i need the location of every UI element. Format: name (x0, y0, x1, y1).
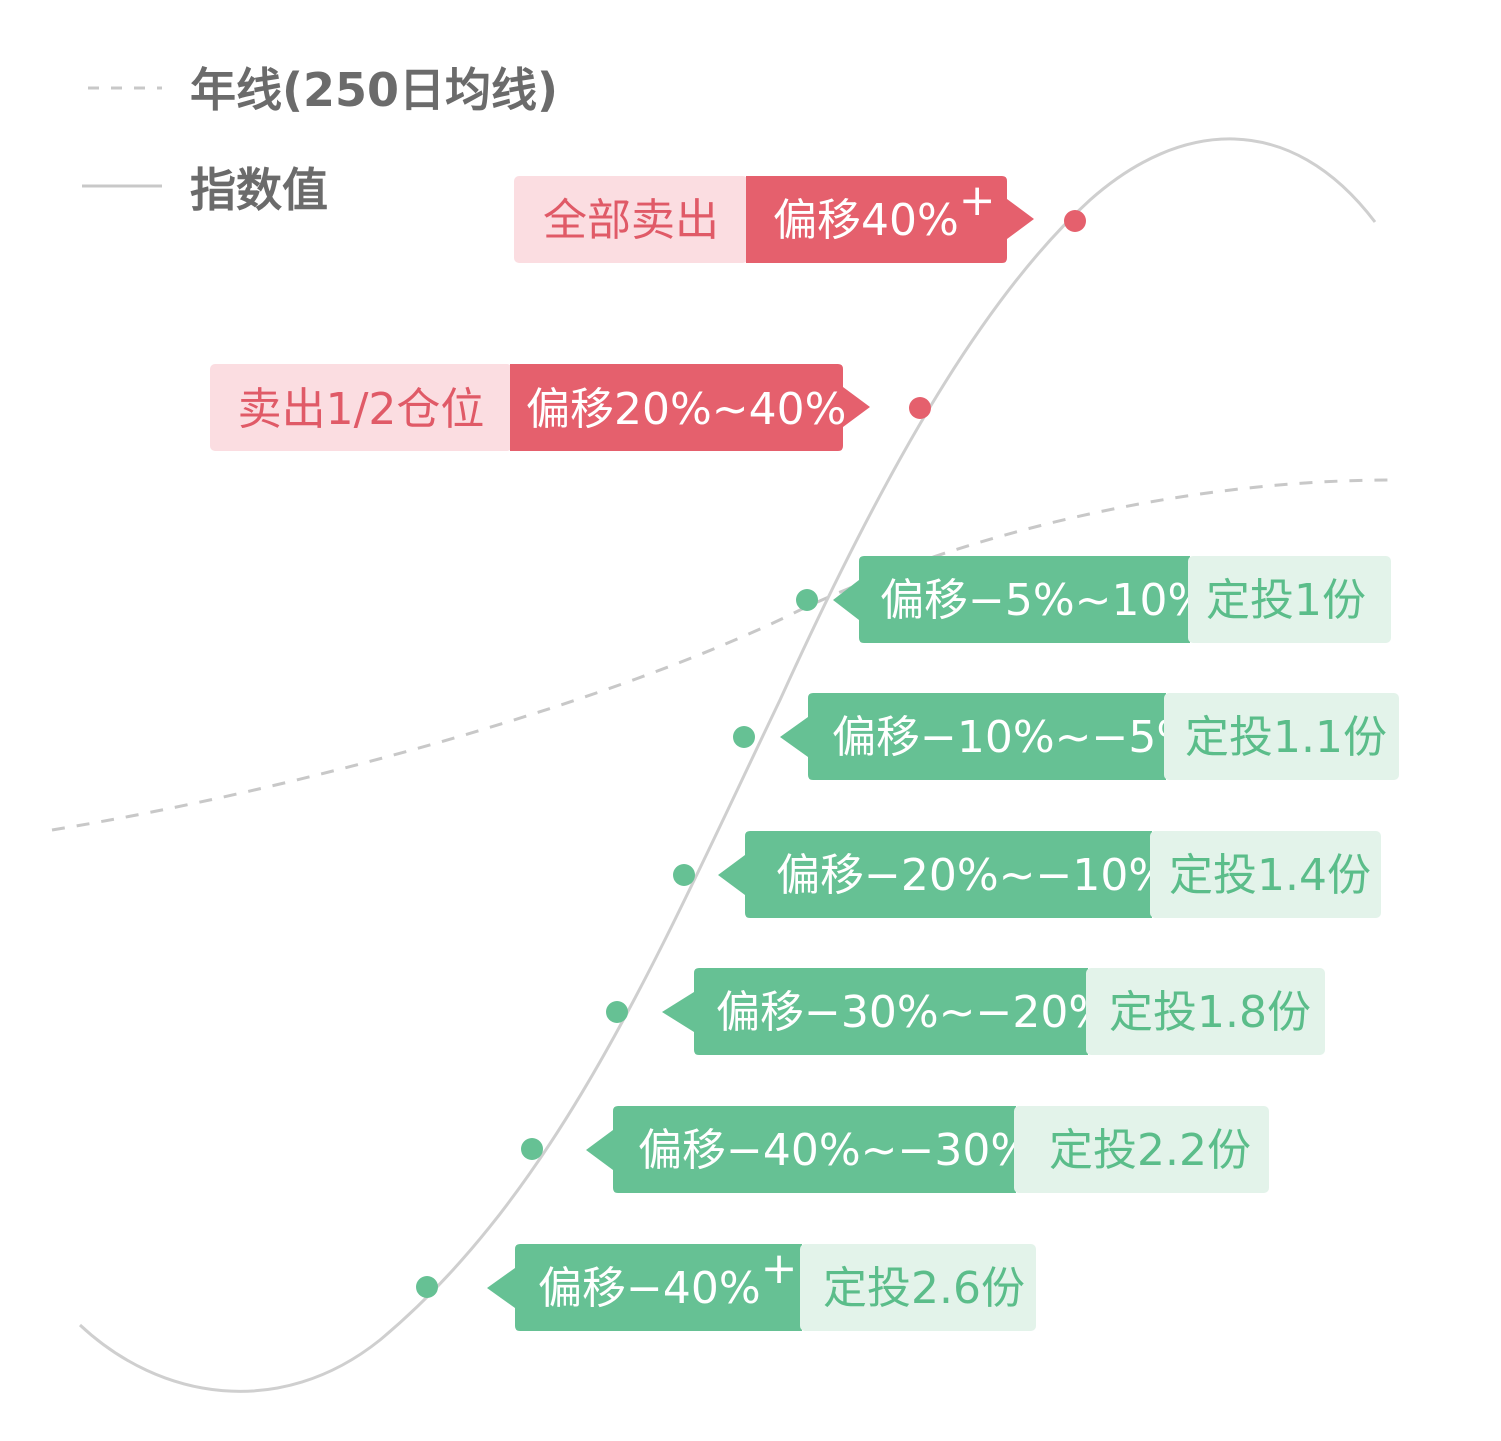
buy-tag-range-label: 偏移−40%+ (538, 1243, 798, 1314)
sell-tag-action-label: 全部卖出 (543, 195, 719, 246)
buy-point (796, 589, 818, 611)
buy-tag-action-label: 定投1份 (1206, 575, 1366, 626)
sell-point (1064, 210, 1086, 232)
legend: 年线(250日均线) 指数值 (82, 63, 558, 217)
plus-superscript: + (959, 175, 996, 226)
buy-tag: 偏移−40%+ 定投2.6份 (416, 1243, 1036, 1331)
buy-tag-action-box (1086, 968, 1325, 1055)
sell-tags: 全部卖出 偏移40%+ 卖出1/2仓位 偏移20%~40% (210, 175, 1086, 451)
buy-tag-range-label: 偏移−40%~−30% (638, 1125, 1032, 1176)
sell-point (909, 397, 931, 419)
sell-tag: 卖出1/2仓位 偏移20%~40% (210, 364, 931, 451)
plus-superscript: + (761, 1243, 798, 1294)
sell-tag: 全部卖出 偏移40%+ (514, 175, 1086, 263)
buy-tag-range-box (833, 556, 1190, 643)
legend-index-line-label: 指数值 (190, 163, 328, 217)
legend-ma-line-label: 年线(250日均线) (190, 63, 558, 117)
buy-point (606, 1001, 628, 1023)
sell-tag-range-label: 偏移40%+ (773, 175, 996, 246)
buy-point (673, 864, 695, 886)
buy-tag-range-box (586, 1106, 1016, 1193)
index-curve (78, 137, 1377, 1393)
buy-tag: 偏移−10%~−5% 定投1.1份 (733, 693, 1399, 780)
buy-tag-range-label: 偏移−10%~−5% (832, 712, 1198, 763)
buy-tag-action-box (1014, 1106, 1269, 1193)
buy-tag-range-label: 偏移−30%~−20% (716, 987, 1110, 1038)
buy-tag-range-box (780, 693, 1166, 780)
ma-line (51, 478, 1393, 832)
buy-tag-range-box (718, 831, 1152, 918)
buy-tag: 偏移−20%~−10% 定投1.4份 (673, 831, 1381, 918)
buy-point (416, 1276, 438, 1298)
buy-tag: 偏移−30%~−20% 定投1.8份 (606, 968, 1325, 1055)
buy-tag-action-box (1150, 831, 1381, 918)
buy-tag: 偏移−5%~10% 定投1份 (796, 556, 1391, 643)
sell-tag-action-label: 卖出1/2仓位 (238, 384, 485, 435)
buy-tags: 偏移−5%~10% 定投1份 偏移−10%~−5% 定投1.1份 偏移−20%~… (416, 556, 1399, 1331)
buy-tag-action-label: 定投1.8份 (1109, 987, 1311, 1038)
buy-tag-action-box (800, 1244, 1036, 1331)
buy-tag-action-box (1164, 693, 1399, 780)
buy-point (733, 726, 755, 748)
sell-tag-action-box (514, 176, 748, 263)
buy-tag-action-label: 定投1.4份 (1169, 850, 1371, 901)
buy-tag-action-label: 定投1.1份 (1185, 712, 1387, 763)
buy-tag-range-label: 偏移−5%~10% (880, 575, 1209, 626)
buy-tag-range-box (487, 1244, 802, 1331)
buy-tag-range-box (662, 968, 1088, 1055)
buy-tag-range-label: 偏移−20%~−10% (776, 850, 1170, 901)
sell-tag-range-box (746, 176, 1034, 263)
buy-tag-action-label: 定投2.6份 (823, 1263, 1025, 1314)
sell-tag-action-box (210, 364, 512, 451)
buy-tag-action-label: 定投2.2份 (1049, 1125, 1251, 1176)
buy-tag-action-box (1188, 556, 1391, 643)
buy-point (521, 1138, 543, 1160)
buy-tag: 偏移−40%~−30% 定投2.2份 (521, 1106, 1269, 1193)
sell-tag-range-box (510, 364, 870, 451)
sell-tag-range-label: 偏移20%~40% (526, 384, 846, 435)
